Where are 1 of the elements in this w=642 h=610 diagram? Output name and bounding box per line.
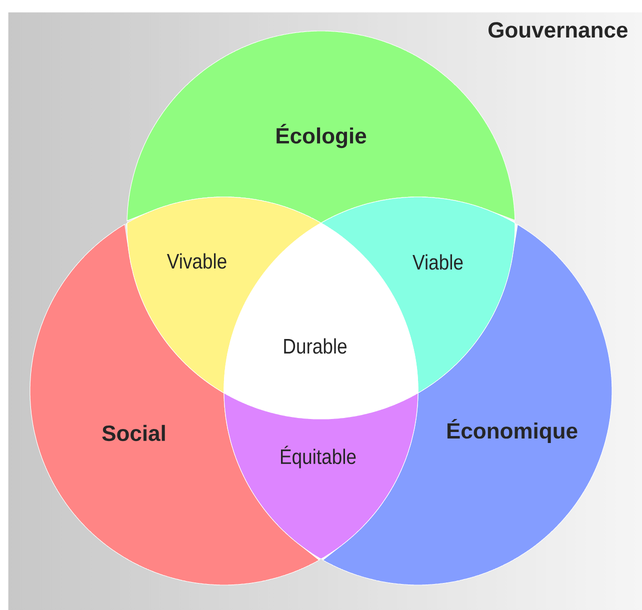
overlap-region: Équitable (224, 392, 418, 560)
